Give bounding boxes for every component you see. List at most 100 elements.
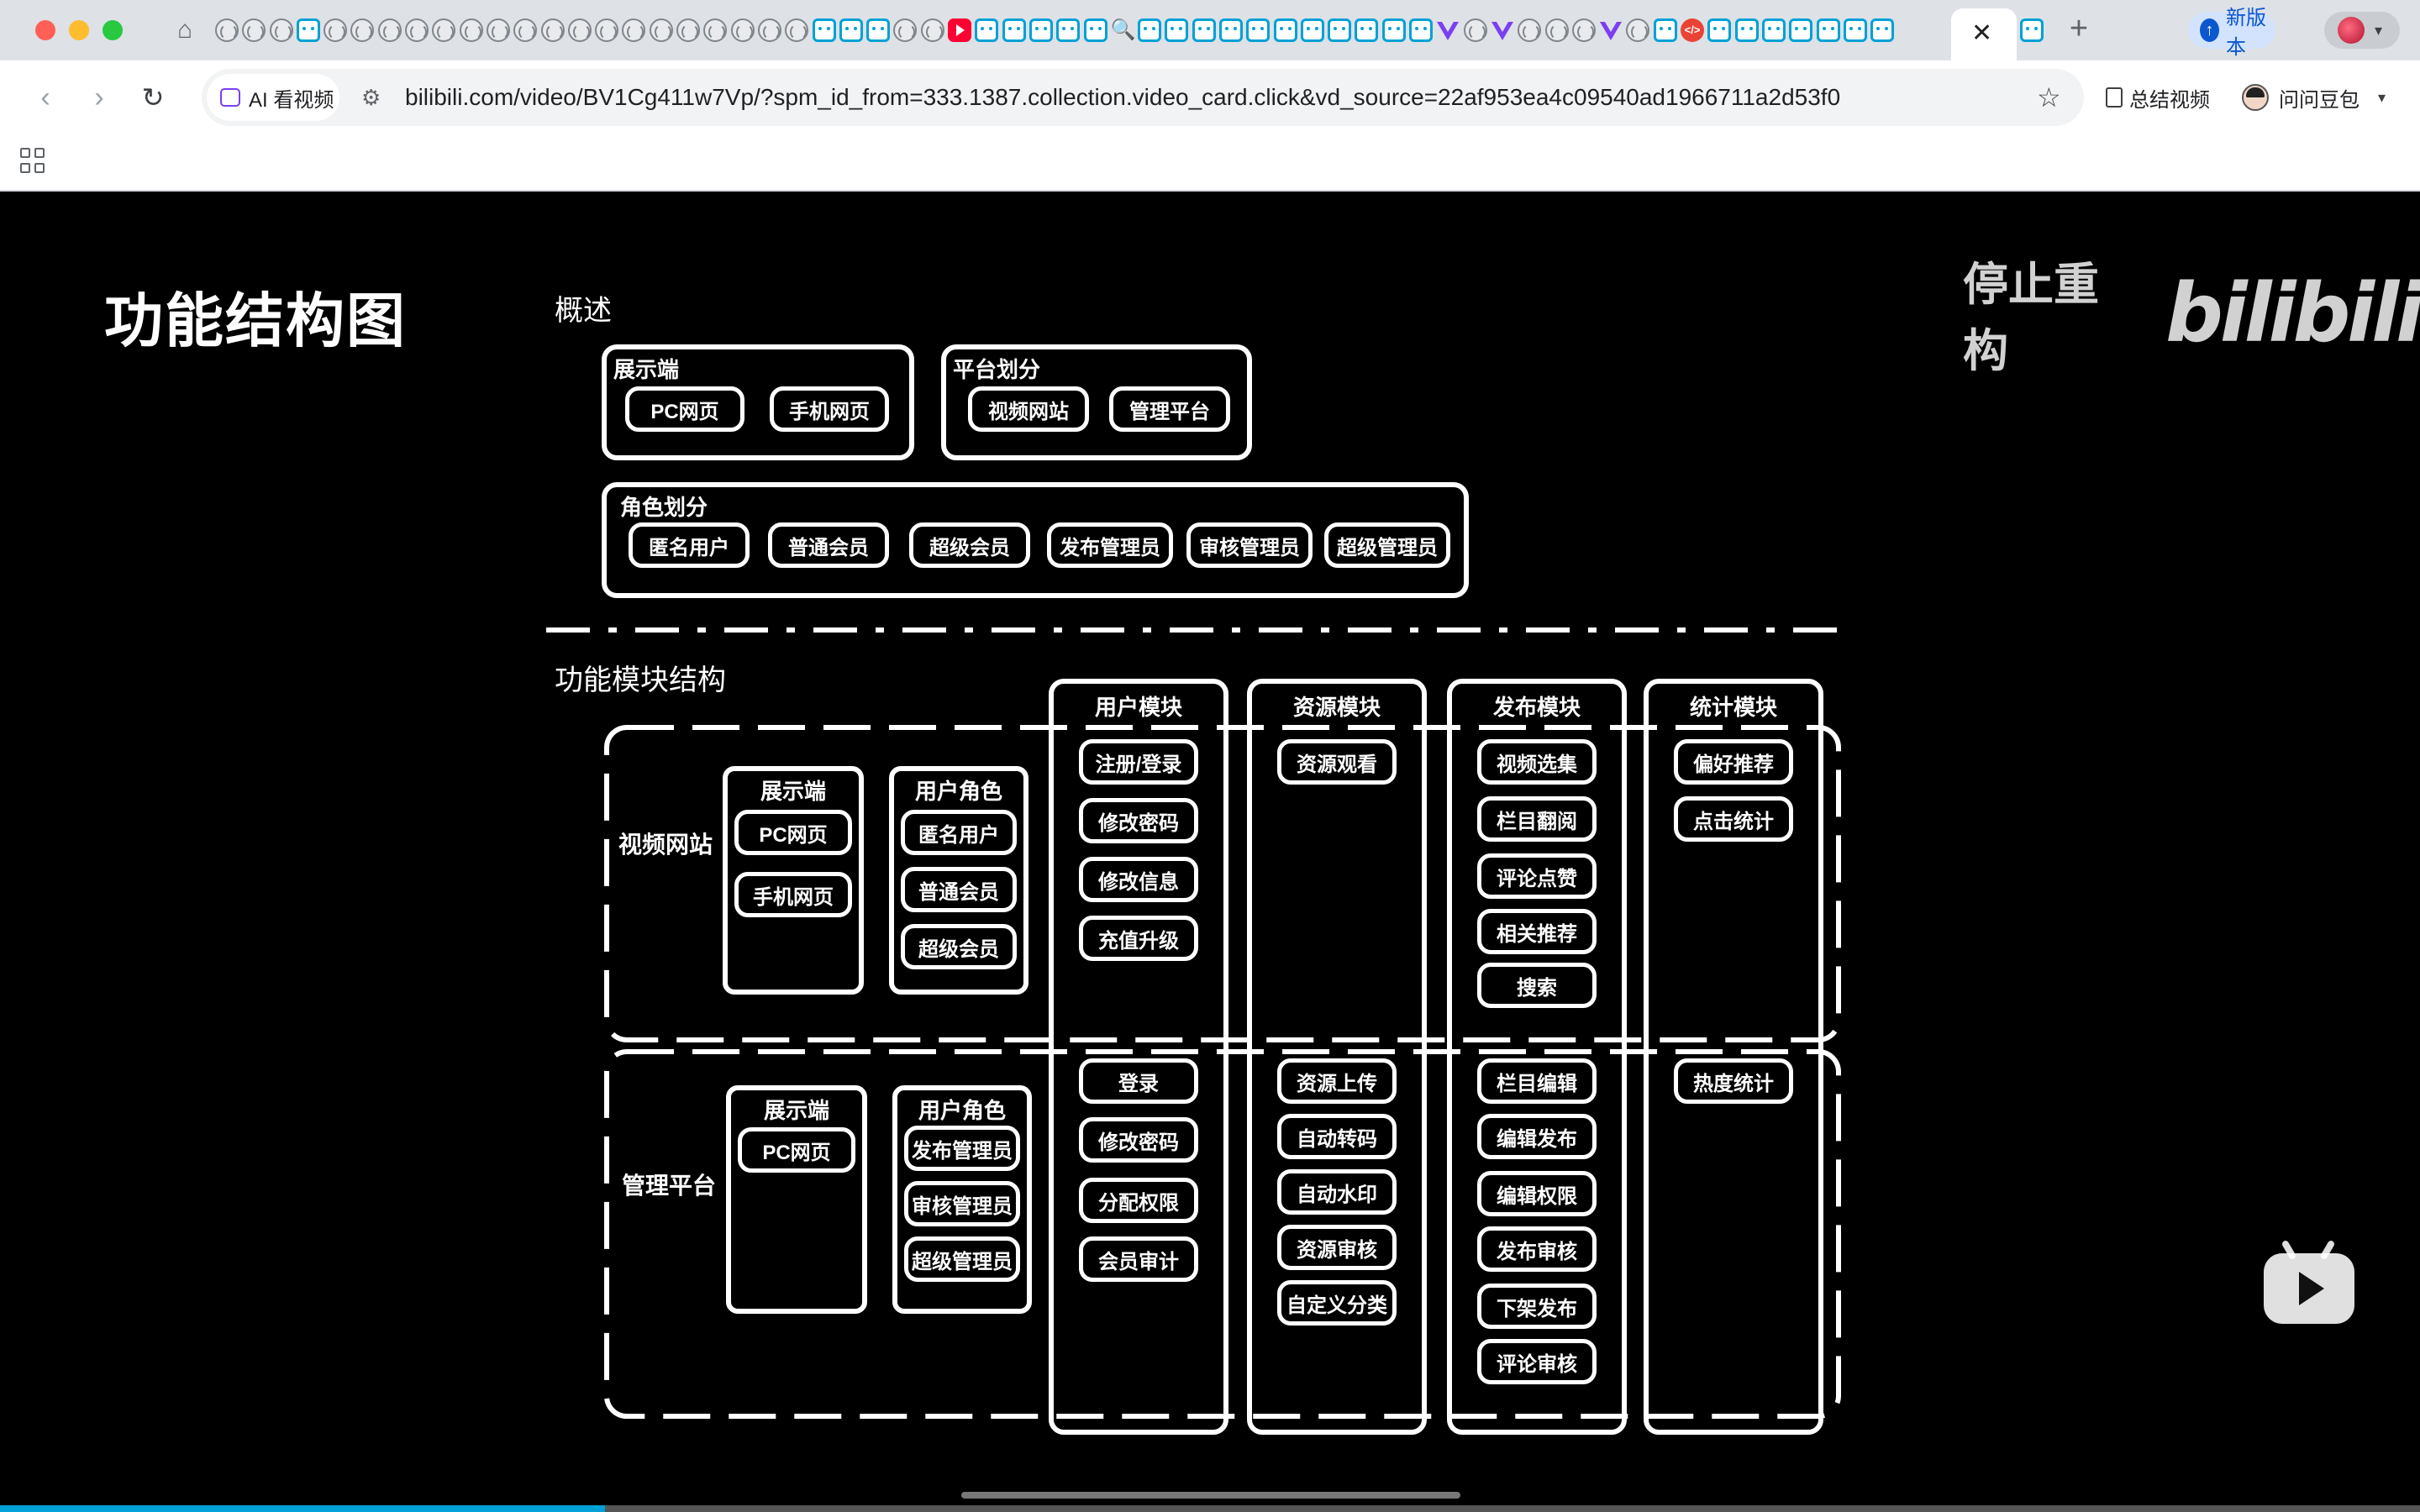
tab-vue-icon[interactable]	[1599, 18, 1623, 42]
ai-chip-label: AI 看视频	[249, 88, 334, 112]
tab-bili-icon[interactable]	[1734, 18, 1759, 42]
tab-bili-icon[interactable]	[1843, 18, 1867, 42]
site-settings-icon[interactable]: ⚙	[361, 85, 381, 110]
tab-bili-icon[interactable]	[812, 18, 836, 42]
address-bar[interactable]: AI 看视频 ⚙ bilibili.com/video/BV1Cg411w7Vp…	[202, 69, 2084, 126]
tab-globe-icon[interactable]	[1544, 18, 1569, 42]
module-title: 统计模块	[1689, 695, 1777, 720]
tab-globe-icon[interactable]	[785, 18, 809, 42]
tab-globe-icon[interactable]	[405, 18, 429, 42]
tab-bili-icon[interactable]	[1707, 18, 1732, 42]
tab-globe-icon[interactable]	[676, 18, 701, 42]
tab-globe-icon[interactable]	[567, 18, 592, 42]
tab-globe-icon[interactable]	[1571, 18, 1596, 42]
zoom-window-button[interactable]	[103, 20, 123, 40]
home-icon[interactable]: ⌂	[176, 16, 193, 44]
tab-globe-icon[interactable]	[324, 18, 348, 42]
tab-bili-icon[interactable]	[1870, 18, 1895, 42]
video-player[interactable]: 功能结构图 停止重构 bilibili 概述 展示端 PC网页 手机网页 平台划…	[0, 193, 2420, 1512]
progress-bar[interactable]	[0, 1505, 2420, 1512]
tab-globe-icon[interactable]	[730, 18, 755, 42]
tab-globe-icon[interactable]	[540, 18, 565, 42]
module-title: 用户模块	[1094, 695, 1182, 720]
tab-bili-icon[interactable]	[1165, 18, 1189, 42]
apps-grid-icon[interactable]	[20, 148, 45, 173]
tab-bili-icon[interactable]	[1300, 18, 1324, 42]
tab-globe-icon[interactable]	[459, 18, 483, 42]
forward-button[interactable]: ›	[94, 81, 104, 113]
tab-search-icon[interactable]: 🔍	[1110, 18, 1136, 41]
tab-bili-icon[interactable]	[1028, 18, 1053, 42]
tab-bilibili[interactable]	[2020, 18, 2044, 42]
tab-globe-icon[interactable]	[242, 18, 266, 42]
tab-globe-icon[interactable]	[649, 18, 673, 42]
tab-bili-icon[interactable]	[1816, 18, 1840, 42]
tab-globe-icon[interactable]	[893, 18, 918, 42]
diagram-node: 超级会员	[901, 924, 1017, 969]
tab-vue-icon[interactable]	[1436, 18, 1460, 42]
tab-bili-icon[interactable]	[1138, 18, 1162, 42]
diagram-node: 资源上传	[1277, 1058, 1397, 1104]
minimize-window-button[interactable]	[69, 20, 89, 40]
tab-bili-icon[interactable]	[1002, 18, 1026, 42]
tab-globe-icon[interactable]	[1518, 18, 1542, 42]
tab-bili-icon[interactable]	[1192, 18, 1216, 42]
play-icon[interactable]	[2264, 1239, 2354, 1326]
profile-button[interactable]: ▾	[2324, 12, 2400, 49]
tab-bili-icon[interactable]	[1273, 18, 1297, 42]
tab-globe-icon[interactable]	[1626, 18, 1650, 42]
tab-bili-icon[interactable]	[1083, 18, 1107, 42]
update-label: 新版本	[2225, 7, 2266, 59]
tab-bili-icon[interactable]	[975, 18, 999, 42]
chevron-down-icon[interactable]: ▾	[2378, 88, 2386, 106]
tab-bili-icon[interactable]	[1328, 18, 1352, 42]
scrollbar-thumb[interactable]	[961, 1492, 1460, 1499]
ask-doubao-button[interactable]: 问问豆包 ▾	[2242, 77, 2386, 118]
tab-globe-icon[interactable]	[432, 18, 456, 42]
summarize-video-button[interactable]: 总结视频	[2106, 77, 2210, 118]
reload-button[interactable]: ↻	[141, 82, 165, 113]
tab-globe-icon[interactable]	[1463, 18, 1487, 42]
tab-bili-icon[interactable]	[1056, 18, 1081, 42]
tab-bili-icon[interactable]	[1218, 18, 1243, 42]
tab-globe-icon[interactable]	[622, 18, 646, 42]
url-text[interactable]: bilibili.com/video/BV1Cg411w7Vp/?spm_id_…	[405, 84, 1841, 110]
tab-globe-icon[interactable]	[703, 18, 728, 42]
box-title: 展示端	[760, 779, 826, 804]
tab-bili-icon[interactable]	[839, 18, 863, 42]
ai-watch-video-button[interactable]: AI 看视频	[207, 74, 339, 121]
tab-bili-icon[interactable]	[1355, 18, 1379, 42]
tab-globe-icon[interactable]	[269, 18, 293, 42]
bookmark-star-icon[interactable]: ☆	[2037, 82, 2061, 113]
diagram-node: 点击统计	[1674, 796, 1793, 842]
back-button[interactable]: ‹	[40, 81, 50, 113]
tab-bili-icon[interactable]	[866, 18, 891, 42]
new-tab-button[interactable]: +	[2069, 11, 2089, 46]
close-tab-icon[interactable]: ✕	[1971, 19, 1993, 47]
tab-bili-icon[interactable]	[1409, 18, 1434, 42]
tab-bili-icon[interactable]	[1789, 18, 1813, 42]
diagram-node: 栏目编辑	[1477, 1058, 1597, 1104]
tab-globe-icon[interactable]	[513, 18, 538, 42]
diagram-node: 手机网页	[734, 872, 852, 917]
diagram-node: 资源审核	[1277, 1225, 1397, 1270]
tab-globe-icon[interactable]	[757, 18, 781, 42]
tab-globe-icon[interactable]	[595, 18, 619, 42]
update-button[interactable]: ↑ 新版本	[2188, 7, 2275, 59]
close-window-button[interactable]	[35, 20, 55, 40]
tab-globe-icon[interactable]	[920, 18, 944, 42]
tab-bili-icon[interactable]	[1381, 18, 1406, 42]
tab-bili-icon[interactable]	[1653, 18, 1677, 42]
tab-globe-icon[interactable]	[350, 18, 375, 42]
tab-globe-icon[interactable]	[215, 18, 239, 42]
active-tab[interactable]: ✕	[1951, 8, 2017, 60]
tab-bili-icon[interactable]	[1761, 18, 1786, 42]
tab-globe-icon[interactable]	[486, 18, 510, 42]
diagram-node: 登录	[1079, 1058, 1198, 1104]
tab-yt-icon[interactable]	[948, 18, 972, 42]
tab-code-icon[interactable]: </>	[1681, 18, 1705, 42]
tab-globe-icon[interactable]	[377, 18, 402, 42]
tab-bili-icon[interactable]	[296, 18, 320, 42]
tab-vue-icon[interactable]	[1491, 18, 1514, 42]
tab-bili-icon[interactable]	[1246, 18, 1270, 42]
